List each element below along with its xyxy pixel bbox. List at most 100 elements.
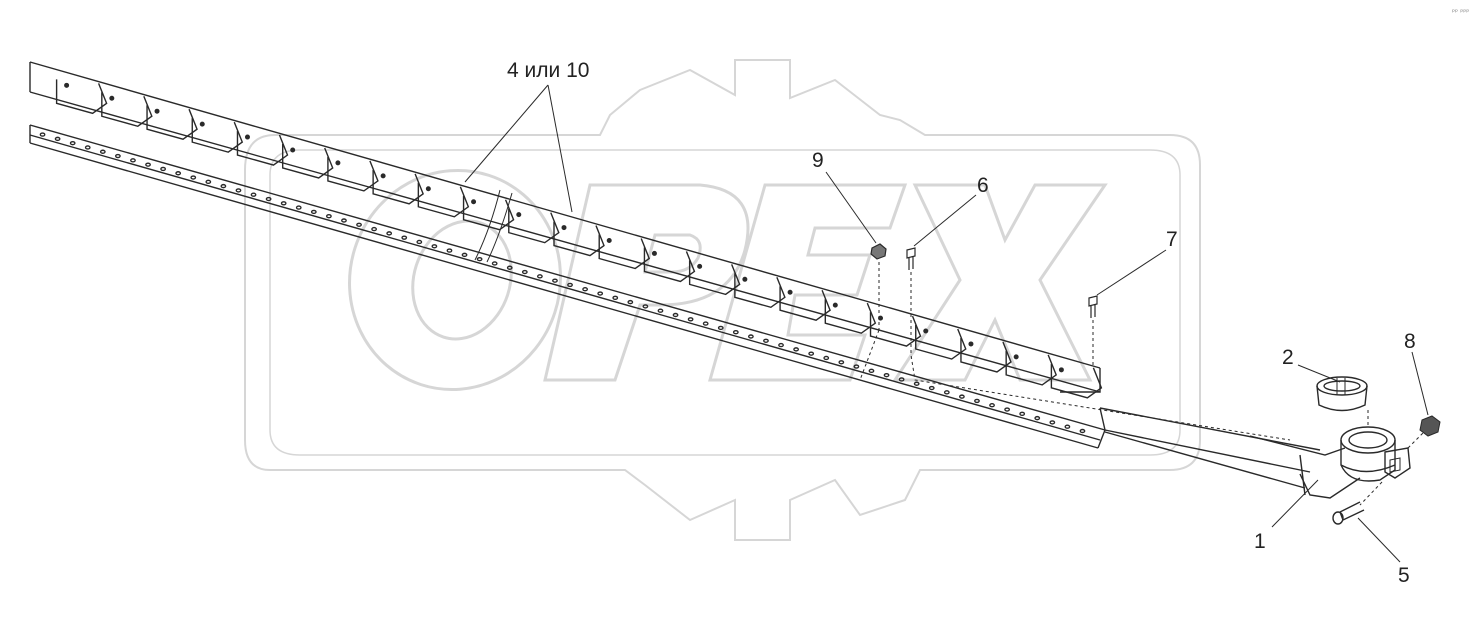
bar-rivet-hole [536, 274, 543, 279]
callout-4-10: 4 или 10 [507, 59, 589, 82]
bar-rivet-hole [99, 149, 106, 154]
callout-5: 5 [1398, 564, 1410, 587]
bar-rivet-hole [657, 308, 664, 313]
bar-right-end [1097, 429, 1106, 449]
head-plate-top [1099, 407, 1321, 451]
leader-2 [1297, 364, 1341, 383]
bar-rivet-hole [476, 256, 483, 262]
bar-rivet-hole [220, 183, 227, 189]
leader-8 [1411, 351, 1429, 416]
bar-rivet-hole [672, 312, 679, 318]
section-rivet-hole [109, 95, 115, 101]
head-rail-line [1104, 431, 1306, 489]
bar-rivet-hole [506, 265, 513, 270]
knife-section-tooth [508, 208, 560, 244]
bar-bottom-edge [29, 142, 1099, 449]
section-rivet-hole [968, 341, 974, 347]
clamp-lug [1384, 447, 1411, 479]
knife-section-tooth [688, 260, 741, 296]
watermark-gear-inner [269, 149, 1181, 456]
bar-rivet-hole [84, 145, 91, 150]
section-rivet-hole [561, 225, 567, 231]
bar-rivet-hole [1034, 415, 1041, 421]
knife-section-tooth [643, 247, 696, 283]
leader-7 [1096, 249, 1167, 296]
section-rivet-hole [154, 108, 160, 114]
bar-rivet-hole [235, 188, 242, 193]
bolt-5-head [1332, 511, 1344, 525]
section-rivet-hole [471, 199, 477, 205]
bar-rivet-hole [853, 364, 860, 369]
bar-rivet-hole [491, 261, 498, 266]
bar-rivet-hole [627, 299, 634, 305]
section-rivet-hole [64, 82, 70, 88]
bar-rivet-hole [883, 372, 890, 378]
head-rail-bottom [1299, 473, 1361, 499]
bolt-6 [906, 247, 916, 270]
leader-4-10-b [547, 84, 573, 213]
knife-section-tooth [191, 118, 244, 153]
section-rivet-hole [1058, 367, 1064, 373]
clamp-ring-side [1340, 440, 1396, 482]
bar-rivet-hole [295, 205, 302, 210]
bar-rivet-hole [265, 196, 272, 202]
callout-6: 6 [977, 174, 989, 197]
nut [1419, 415, 1441, 437]
bar-rivet-hole [401, 235, 408, 240]
knife-section-tooth [417, 182, 470, 218]
bolt-7 [1088, 295, 1098, 318]
head-plate-bottom [1104, 429, 1311, 473]
knife-section-tooth [1050, 363, 1103, 399]
section-rivet-hole [832, 302, 838, 308]
bar-rivet-hole [552, 278, 558, 283]
knife-section-tooth [734, 273, 786, 309]
section-rivet-hole [787, 289, 793, 295]
knife-section-tooth [779, 286, 831, 321]
bar-rivet-hole [250, 192, 257, 197]
section-break-mark [474, 189, 501, 261]
watermark-letter-kh [892, 183, 1108, 382]
bar-rivet-hole [717, 325, 724, 331]
head-plate-end [1099, 407, 1106, 431]
callout-7: 7 [1166, 228, 1178, 251]
bar-rivet-hole [702, 321, 709, 326]
bar-rivet-hole [1079, 428, 1086, 434]
corner-mark: ᵖᵖ ᵖᵖᵖ [1452, 8, 1469, 16]
bar-rivet-hole [205, 179, 212, 185]
bar-rivet-hole [371, 226, 378, 232]
knife-section-tooth [55, 79, 108, 115]
bar-rivet-hole [341, 218, 347, 223]
bar-rivet-hole [928, 385, 935, 391]
knife-back-bar [29, 124, 1106, 449]
section-rivet-hole [923, 328, 929, 334]
knife-head [1099, 376, 1441, 525]
bar-rivet-hole [386, 231, 393, 236]
leader-5 [1357, 517, 1401, 563]
bar-rivet-hole [943, 390, 950, 395]
assembly-line [1407, 427, 1429, 449]
bar-rivet-hole [130, 158, 136, 163]
bar-rivet-hole [582, 287, 589, 292]
head-rail-top [1249, 435, 1346, 456]
bar-rivet-hole [356, 222, 362, 227]
watermark-letter-e [708, 183, 908, 382]
bar-rivet-hole [416, 239, 423, 245]
section-break-mark [486, 192, 513, 263]
bushing-side [1316, 385, 1368, 412]
knife-section-tooth [101, 92, 153, 128]
callout-9: 9 [812, 149, 824, 172]
bar-rivet-hole [160, 166, 167, 172]
bar-rivet-hole [69, 140, 76, 146]
knife-section-tooth [869, 312, 922, 347]
bar-rivet-hole [778, 342, 784, 348]
bar-rivet-hole [1049, 420, 1056, 425]
bar-rivet-hole [913, 381, 920, 386]
bar-rivet-hole [612, 295, 619, 301]
bar-rivet-hole [732, 329, 739, 335]
assembly-line-6 [910, 272, 1291, 441]
bar-rivet-hole [280, 201, 287, 206]
section-rivet-hole [606, 238, 612, 244]
bar-rivet-hole [325, 213, 332, 219]
section-strip-right-end [1060, 368, 1101, 393]
bar-rivet-hole [567, 282, 573, 288]
